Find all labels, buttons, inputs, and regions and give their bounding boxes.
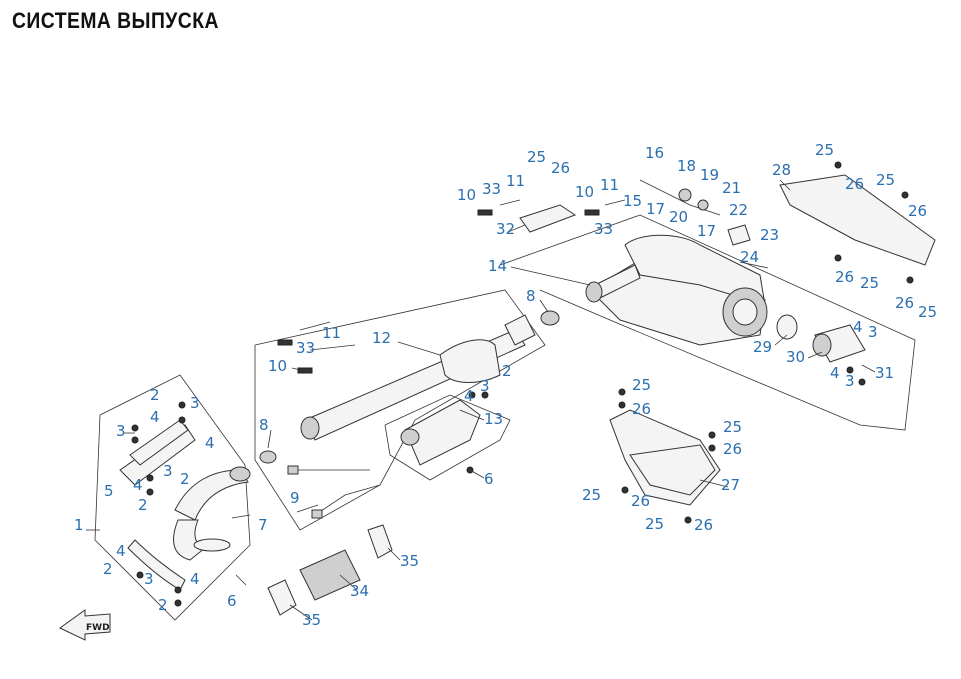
callout-16: 16: [645, 144, 664, 162]
callout-30: 30: [786, 348, 805, 366]
callout-11: 11: [600, 176, 619, 194]
callout-5: 5: [104, 482, 114, 500]
callout-2: 2: [158, 596, 168, 614]
callout-23: 23: [760, 226, 779, 244]
callout-33: 33: [296, 339, 315, 357]
callout-10: 10: [457, 186, 476, 204]
callout-17: 17: [697, 222, 716, 240]
callout-25: 25: [815, 141, 834, 159]
fwd-arrow-label: FWD: [86, 623, 110, 633]
callout-3: 3: [190, 394, 200, 412]
leader-lines: [86, 179, 876, 621]
callout-6: 6: [484, 470, 494, 488]
callout-2: 2: [138, 496, 148, 514]
callout-25: 25: [876, 171, 895, 189]
callout-32: 32: [496, 220, 515, 238]
callout-3: 3: [845, 372, 855, 390]
callout-8: 8: [526, 287, 536, 305]
callout-7: 7: [258, 516, 268, 534]
callout-33: 33: [594, 220, 613, 238]
mid-pipe-assembly: [259, 310, 560, 519]
callout-26: 26: [845, 175, 864, 193]
callout-35: 35: [400, 552, 419, 570]
callout-35: 35: [302, 611, 321, 629]
callout-3: 3: [163, 462, 173, 480]
callout-11: 11: [506, 172, 525, 190]
group-outlines: [94, 214, 916, 621]
callout-11: 11: [322, 324, 341, 342]
callout-4: 4: [205, 434, 215, 452]
callout-26: 26: [694, 516, 713, 534]
callout-25: 25: [527, 148, 546, 166]
callout-8: 8: [259, 416, 269, 434]
callout-31: 31: [875, 364, 894, 382]
callout-3: 3: [868, 323, 878, 341]
page-title: СИСТЕМА ВЫПУСКА: [12, 8, 219, 33]
callout-3: 3: [116, 422, 126, 440]
callout-3: 3: [480, 377, 490, 395]
front-pipe-assembly: [119, 419, 251, 591]
callout-24: 24: [740, 248, 759, 266]
callout-15: 15: [623, 192, 642, 210]
callout-22: 22: [729, 201, 748, 219]
callout-25: 25: [860, 274, 879, 292]
callout-2: 2: [180, 470, 190, 488]
callout-25: 25: [632, 376, 651, 394]
callout-33: 33: [482, 180, 501, 198]
callout-26: 26: [908, 202, 927, 220]
fasteners: [131, 161, 914, 607]
callout-14: 14: [488, 257, 507, 275]
muffler-assembly: [519, 174, 936, 363]
callout-29: 29: [753, 338, 772, 356]
callout-3: 3: [144, 570, 154, 588]
callout-4: 4: [133, 476, 143, 494]
callout-26: 26: [632, 400, 651, 418]
heat-shield-27: [609, 409, 721, 506]
callout-25: 25: [645, 515, 664, 533]
callout-4: 4: [150, 408, 160, 426]
callout-12: 12: [372, 329, 391, 347]
callout-18: 18: [677, 157, 696, 175]
callout-19: 19: [700, 166, 719, 184]
callout-26: 26: [551, 159, 570, 177]
callout-28: 28: [772, 161, 791, 179]
callout-labels: 1 2 3 4 3 4 3 2 5 4 2 4 2 3 4 2 6 7 8 9 …: [74, 141, 937, 629]
callout-26: 26: [723, 440, 742, 458]
callout-26: 26: [835, 268, 854, 286]
callout-26: 26: [895, 294, 914, 312]
callout-4: 4: [116, 542, 126, 560]
gaskets: [267, 524, 393, 616]
callout-2: 2: [502, 362, 512, 380]
callout-4: 4: [853, 318, 863, 336]
callout-25: 25: [582, 486, 601, 504]
callout-10: 10: [575, 183, 594, 201]
callout-21: 21: [722, 179, 741, 197]
callout-13: 13: [484, 410, 503, 428]
callout-4: 4: [464, 387, 474, 405]
callout-25: 25: [723, 418, 742, 436]
callout-20: 20: [669, 208, 688, 226]
callout-10: 10: [268, 357, 287, 375]
callout-1: 1: [74, 516, 84, 534]
callout-4: 4: [190, 570, 200, 588]
callout-6: 6: [227, 592, 237, 610]
callout-4: 4: [830, 364, 840, 382]
callout-25: 25: [918, 303, 937, 321]
callout-34: 34: [350, 582, 369, 600]
callout-26: 26: [631, 492, 650, 510]
callout-9: 9: [290, 489, 300, 507]
callout-27: 27: [721, 476, 740, 494]
fwd-arrow: FWD: [59, 609, 111, 641]
callout-2: 2: [103, 560, 113, 578]
callout-17: 17: [646, 200, 665, 218]
callout-2: 2: [150, 386, 160, 404]
